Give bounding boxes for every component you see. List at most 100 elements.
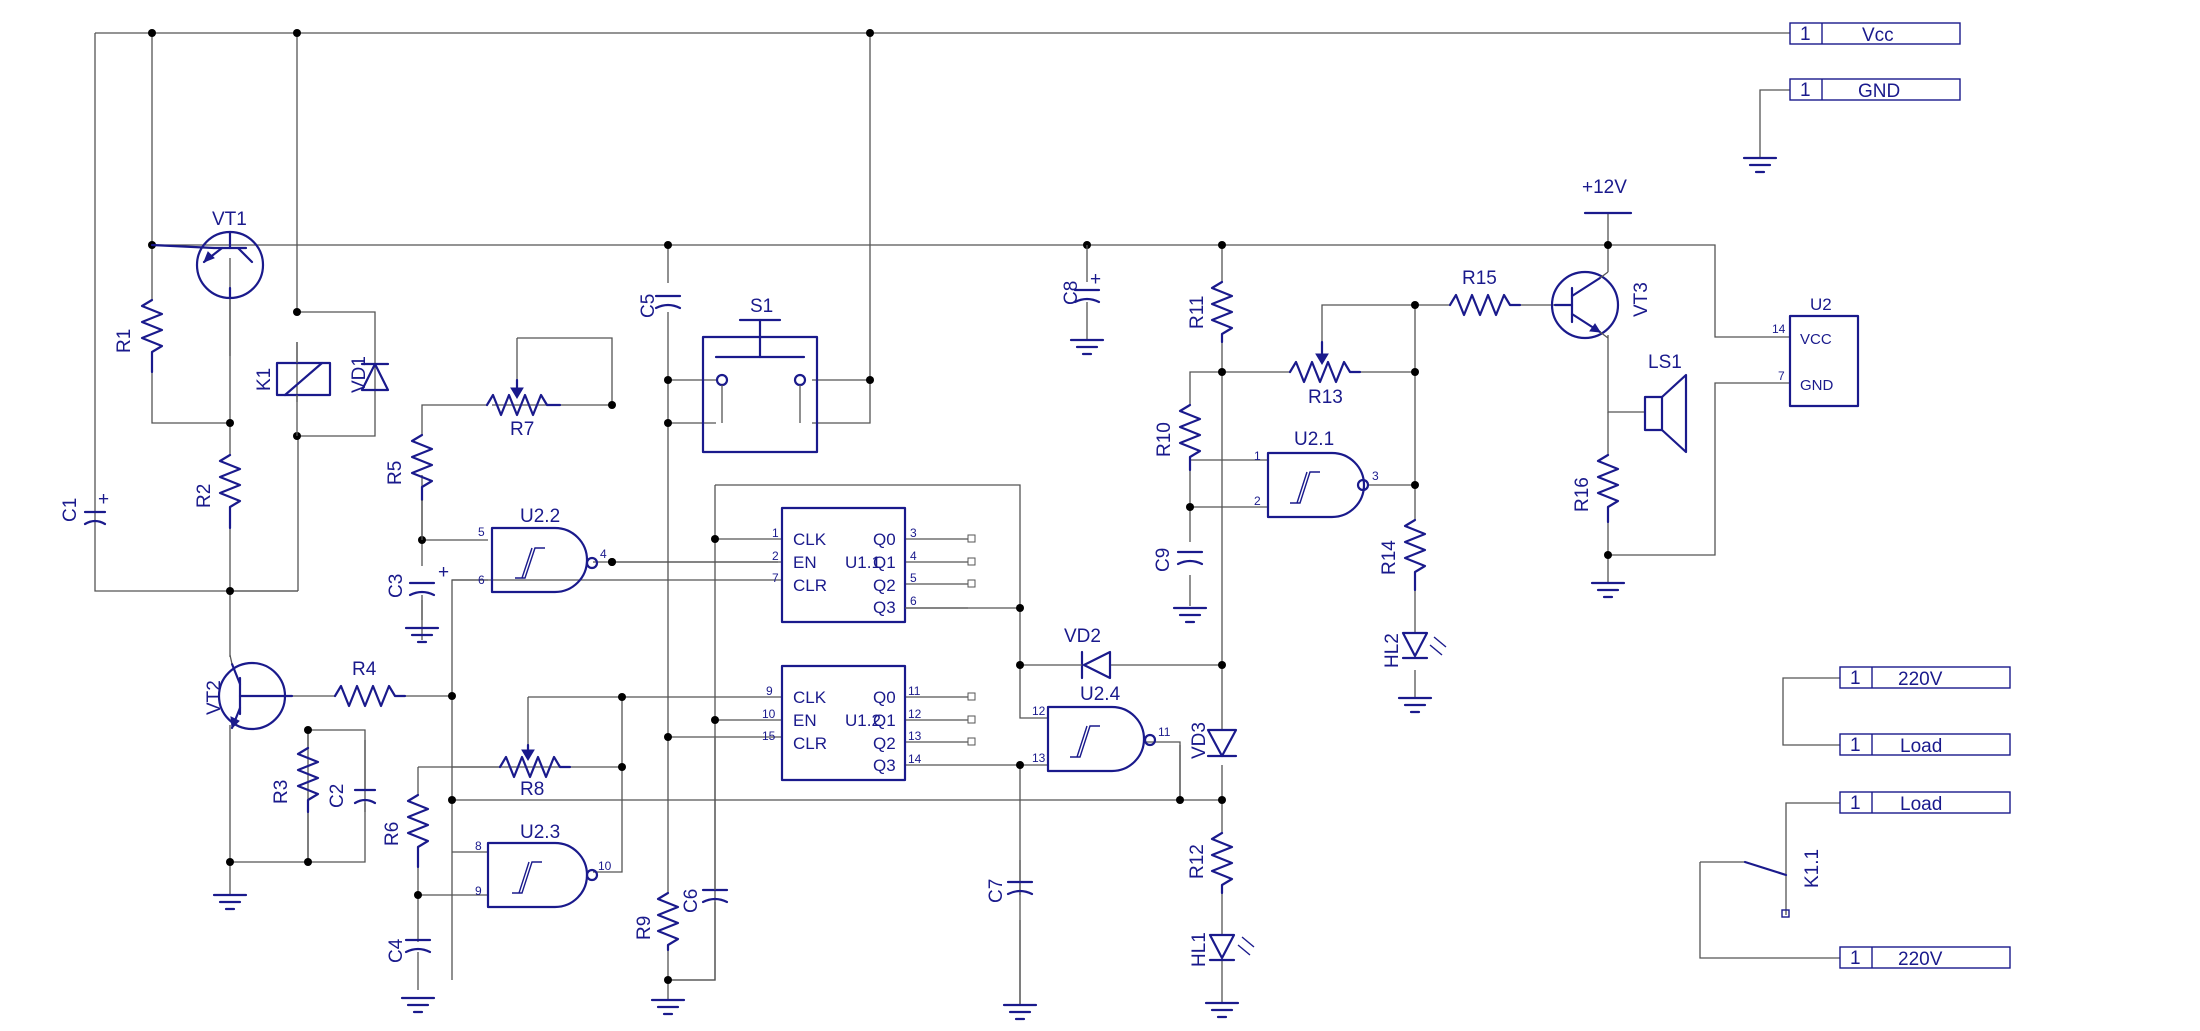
hl2-label: HL2 — [1382, 633, 1403, 668]
diode-vd2: VD2 — [1052, 626, 1112, 680]
resistor-r2: R2 — [194, 453, 242, 530]
u11-q0: Q0 — [873, 530, 896, 549]
potentiometer-r8: R8 — [498, 743, 572, 800]
u11-pin1: 1 — [772, 526, 779, 540]
u2-name: U2 — [1810, 295, 1832, 314]
vt2-label: VT2 — [204, 680, 225, 715]
c2-label: C2 — [327, 784, 348, 808]
connector-load-b-label: Load — [1900, 794, 1942, 815]
u12-pin9: 9 — [766, 684, 773, 698]
junctions — [148, 29, 1612, 984]
k1-label: K1 — [254, 368, 275, 391]
gate-u23: U2.3 8 9 10 — [475, 822, 612, 909]
capacitor-c7: C7 — [986, 879, 1038, 1021]
potentiometer-r13: R13 — [1288, 340, 1362, 408]
connector-mains-a: 1 220V — [1839, 666, 2011, 690]
connector-load-b: 1 Load — [1839, 791, 2011, 815]
r9-label: R9 — [634, 916, 655, 940]
resistor-r4: R4 — [333, 659, 407, 708]
u12-name: U1.2 — [845, 711, 881, 730]
diode-vd1: VD1 — [349, 356, 390, 393]
u12-pin15: 15 — [762, 729, 776, 743]
transistor-vt1: VT1 — [150, 209, 265, 300]
u12-q2: Q2 — [873, 734, 896, 753]
resistor-r9: R9 — [634, 891, 680, 952]
u2-pin7: 7 — [1778, 369, 1785, 383]
u11-en: EN — [793, 553, 817, 572]
connector-mains-a-label: 220V — [1898, 669, 1943, 690]
u24-pin11: 11 — [1158, 725, 1171, 739]
u24-name: U2.4 — [1080, 684, 1121, 705]
led-hl1: HL1 — [1189, 932, 1255, 1019]
u12-en: EN — [793, 711, 817, 730]
connector-gnd-label: GND — [1858, 81, 1900, 102]
relay-k1: K1 — [254, 342, 332, 436]
resistor-r3: R3 — [271, 746, 320, 814]
c5-label: C5 — [638, 294, 659, 318]
potentiometer-r7: R7 — [485, 378, 562, 440]
u12-q1: Q1 — [873, 711, 896, 730]
c3-plus: + — [438, 562, 449, 583]
u22-pin6: 6 — [478, 573, 485, 587]
u11-name: U1.1 — [845, 553, 881, 572]
vt1-label: VT1 — [212, 209, 247, 230]
connector-load-b-pin: 1 — [1850, 793, 1861, 814]
u21-pin3: 3 — [1372, 469, 1379, 483]
r14-label: R14 — [1379, 540, 1400, 575]
u12-clr: CLR — [793, 734, 827, 753]
wires — [94, 32, 1840, 1005]
vt3-label: VT3 — [1631, 282, 1652, 317]
u21-pin2: 2 — [1254, 494, 1261, 508]
counter-u12: U1.2 CLK EN CLR Q0 Q1 Q2 Q3 9 10 15 11 1… — [762, 664, 976, 782]
u12-pin13: 13 — [908, 729, 922, 743]
capacitor-c1: + C1 — [60, 489, 109, 526]
r11-label: R11 — [1187, 296, 1208, 329]
switch-s1: S1 — [701, 296, 819, 454]
u11-pin3: 3 — [910, 526, 917, 540]
u11-q1: Q1 — [873, 553, 896, 572]
u12-q3: Q3 — [873, 756, 896, 775]
connector-load-a-pin: 1 — [1850, 735, 1861, 756]
c4-label: C4 — [386, 938, 407, 963]
r16-label: R16 — [1572, 477, 1593, 512]
r3-label: R3 — [271, 780, 292, 804]
u2-pin14: 14 — [1772, 322, 1786, 336]
k11-label: K1.1 — [1802, 849, 1823, 888]
resistor-r6: R6 — [382, 793, 430, 869]
gate-u21: U2.1 1 2 3 — [1254, 429, 1379, 519]
u11-clr: CLR — [793, 576, 827, 595]
u12-pin12: 12 — [908, 707, 922, 721]
u23-pin8: 8 — [475, 839, 482, 853]
u23-pin10: 10 — [598, 859, 612, 873]
u24-pin13: 13 — [1032, 751, 1046, 765]
connector-mains-b-label: 220V — [1898, 949, 1943, 970]
transistor-vt2: VT2 — [204, 654, 294, 731]
u12-q0: Q0 — [873, 688, 896, 707]
connector-vcc-pin: 1 — [1800, 24, 1811, 45]
u12-pin14: 14 — [908, 752, 922, 766]
relay-contact-k11: K1.1 — [1743, 849, 1823, 918]
u11-q3: Q3 — [873, 598, 896, 617]
speaker-ls1: LS1 — [1643, 352, 1688, 454]
u22-name: U2.2 — [520, 506, 560, 527]
capacitor-c5: C5 — [638, 294, 682, 318]
c8-plus: + — [1090, 269, 1101, 290]
connector-load-a: 1 Load — [1839, 733, 2011, 757]
r13-label: R13 — [1308, 387, 1343, 408]
u2-vcc: VCC — [1800, 331, 1832, 348]
u21-pin1: 1 — [1254, 449, 1261, 463]
connector-load-a-label: Load — [1900, 736, 1942, 757]
u21-name: U2.1 — [1294, 429, 1334, 450]
connector-vcc: 1 Vcc — [1789, 22, 1961, 46]
resistor-r1: R1 — [114, 298, 164, 374]
r12-label: R12 — [1187, 844, 1208, 879]
capacitor-c9: C9 — [1153, 548, 1208, 624]
resistor-r14: R14 — [1379, 518, 1427, 592]
vd1-label: VD1 — [349, 356, 370, 393]
r7-label: R7 — [510, 419, 534, 440]
connector-mains-b-pin: 1 — [1850, 948, 1861, 969]
ic-u2: U2 VCC GND 14 7 — [1772, 295, 1860, 408]
c6-label: C6 — [681, 889, 702, 913]
supply-12v-label: +12V — [1582, 177, 1627, 198]
u22-pin4: 4 — [600, 547, 607, 561]
